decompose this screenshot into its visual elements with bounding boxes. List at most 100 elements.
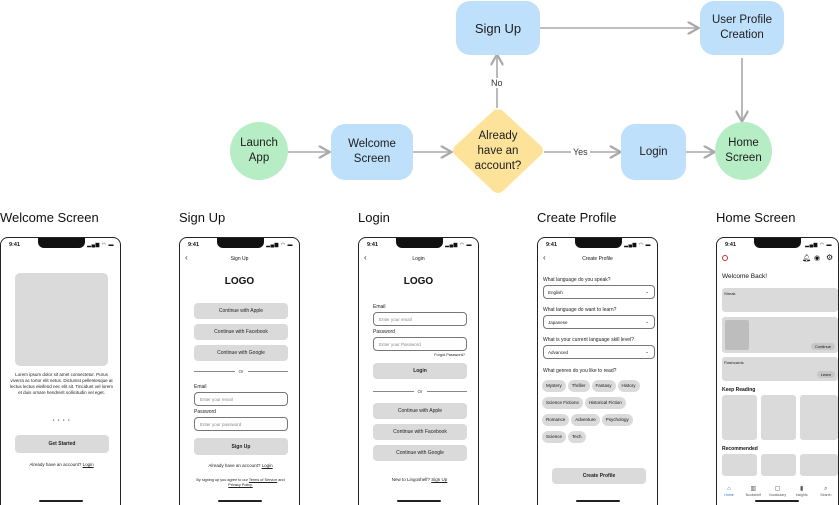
get-started-button[interactable]: Get Started (15, 435, 109, 453)
phone-notch (38, 238, 85, 248)
skill-level-select[interactable]: Advanced⌄ (543, 345, 655, 359)
recommended-heading: Recommended (722, 446, 758, 452)
email-field[interactable]: Enter your email (373, 312, 467, 326)
pagination-dots[interactable]: ● ● ● ● (52, 418, 71, 422)
forgot-password-link[interactable]: Forgot Password? (434, 353, 465, 357)
continue-apple-button[interactable]: Continue with Apple (373, 403, 467, 419)
continue-facebook-button[interactable]: Continue with Facebook (194, 324, 288, 340)
section-title-welcome: Welcome Screen (0, 210, 99, 225)
status-icons: ▂▄▆ ◠ ▬ (266, 242, 293, 248)
continue-facebook-button[interactable]: Continue with Facebook (373, 424, 467, 440)
tab-bookshelf[interactable]: ▥Bookshelf (743, 486, 763, 497)
section-title-home: Home Screen (716, 210, 796, 225)
keep-reading-heading: Keep Reading (722, 387, 756, 393)
book-thumbnail[interactable] (722, 454, 757, 476)
email-label: Email (194, 384, 207, 390)
status-icons: ▂▄▆ ◠ ▬ (805, 242, 832, 248)
app-logo-icon (722, 255, 728, 261)
welcome-login-link[interactable]: Login (82, 462, 94, 467)
question-skill: What is your current language skill leve… (543, 337, 634, 343)
terms-link[interactable]: Terms of Service (248, 478, 278, 482)
genre-chip[interactable]: Adventure (571, 414, 600, 426)
tab-vocabulary-label: Vocabulary (768, 493, 787, 497)
home-indicator (218, 500, 262, 502)
tab-home[interactable]: ⌂Home (719, 486, 739, 497)
welcome-hero-image (15, 273, 108, 366)
status-time: 9:41 (725, 242, 737, 248)
status-time: 9:41 (9, 242, 21, 248)
login-signup-link[interactable]: Sign Up (431, 477, 448, 482)
signup-login-link[interactable]: Login (261, 463, 273, 468)
learn-language-select[interactable]: Japanese⌄ (543, 315, 655, 329)
welcome-back-title: Welcome Back! (722, 273, 768, 280)
continue-google-button[interactable]: Continue with Google (373, 445, 467, 461)
or-text: Or (238, 369, 244, 374)
genre-chip[interactable]: Science (542, 431, 567, 443)
section-title-signup: Sign Up (179, 210, 226, 225)
password-field[interactable]: Enter your Password (373, 337, 467, 351)
edge-label-no: No (489, 78, 505, 88)
book-thumbnail[interactable] (800, 395, 838, 440)
genre-chip[interactable]: Romance (542, 414, 570, 426)
continue-google-button[interactable]: Continue with Google (194, 345, 288, 361)
decision-diamond-shape (453, 109, 543, 193)
chevron-down-icon: ⌄ (645, 319, 649, 324)
home-indicator (755, 500, 799, 502)
create-profile-header: Create Profile (582, 256, 613, 262)
streak-card[interactable]: Streak (722, 288, 838, 312)
settings-gear-icon[interactable]: ⚙ (826, 253, 834, 262)
genre-chip[interactable]: Science Fictions (542, 397, 583, 409)
learn-button[interactable]: Learn (816, 371, 835, 378)
password-field[interactable]: Enter your password (194, 417, 288, 431)
genre-chip[interactable]: Mystery (542, 380, 566, 392)
speak-language-value: English (548, 289, 563, 295)
signup-header: Sign Up (230, 256, 249, 262)
question-learn: What language do want to learn? (543, 307, 617, 313)
privacy-link[interactable]: Privacy Policy. (228, 483, 253, 487)
signup-login-prompt: Already have an account? Login (180, 463, 299, 468)
genre-chip[interactable]: Tech (568, 431, 586, 443)
password-label: Password (373, 329, 395, 335)
genre-chip[interactable]: Historical Fiction (584, 397, 626, 409)
password-label: Password (194, 409, 216, 415)
phone-home: 9:41 ▂▄▆ ◠ ▬ 🔔︎ ◉ ⚙ Welcome Back! Streak… (716, 237, 839, 505)
chevron-down-icon: ⌄ (645, 289, 649, 294)
or-text: Or (417, 389, 423, 394)
profile-icon[interactable]: ◉ (814, 255, 821, 262)
genre-chip[interactable]: History (617, 380, 640, 392)
tab-vocabulary[interactable]: ▢Vocabulary (767, 486, 787, 497)
continue-card[interactable]: Continue (722, 317, 838, 353)
back-chevron-icon[interactable]: ‹ (364, 253, 367, 262)
home-icon: ⌂ (727, 486, 731, 492)
skill-level-value: Advanced (548, 349, 569, 355)
book-thumbnail[interactable] (800, 454, 838, 476)
sign-up-button[interactable]: Sign Up (194, 438, 288, 455)
book-thumbnail[interactable] (761, 395, 796, 440)
flashcards-card[interactable]: Flashcards Learn (722, 357, 838, 381)
continue-book-thumbnail (725, 320, 749, 350)
already-account-text: Already have an account? (29, 462, 82, 467)
genre-chip[interactable]: Fantasy (591, 380, 616, 392)
create-profile-button[interactable]: Create Profile (552, 468, 646, 484)
back-chevron-icon[interactable]: ‹ (543, 253, 546, 262)
book-thumbnail[interactable] (722, 395, 757, 440)
bell-icon[interactable]: 🔔︎ (802, 255, 811, 262)
status-icons: ▂▄▆ ◠ ▬ (87, 242, 114, 248)
tab-search[interactable]: ⌕Search (816, 486, 836, 497)
login-button[interactable]: Login (373, 363, 467, 379)
tab-insights[interactable]: ▮Insights (792, 486, 812, 497)
email-field[interactable]: Enter your email (194, 392, 288, 406)
continue-apple-button[interactable]: Continue with Apple (194, 303, 288, 319)
back-chevron-icon[interactable]: ‹ (185, 253, 188, 262)
question-genres: What genres do you like to read? (543, 368, 617, 374)
terms-and: and (278, 478, 285, 482)
node-decision: Already have an account? (451, 108, 545, 194)
book-thumbnail[interactable] (761, 454, 796, 476)
continue-button[interactable]: Continue (810, 343, 835, 350)
new-user-text: New to Lingoshelf? (391, 477, 430, 482)
already-account-text: Already have an account? (208, 463, 261, 468)
genre-chip[interactable]: Psychology (601, 414, 633, 426)
speak-language-select[interactable]: English ⌄ (543, 285, 655, 299)
genre-chip[interactable]: Thriller (567, 380, 590, 392)
